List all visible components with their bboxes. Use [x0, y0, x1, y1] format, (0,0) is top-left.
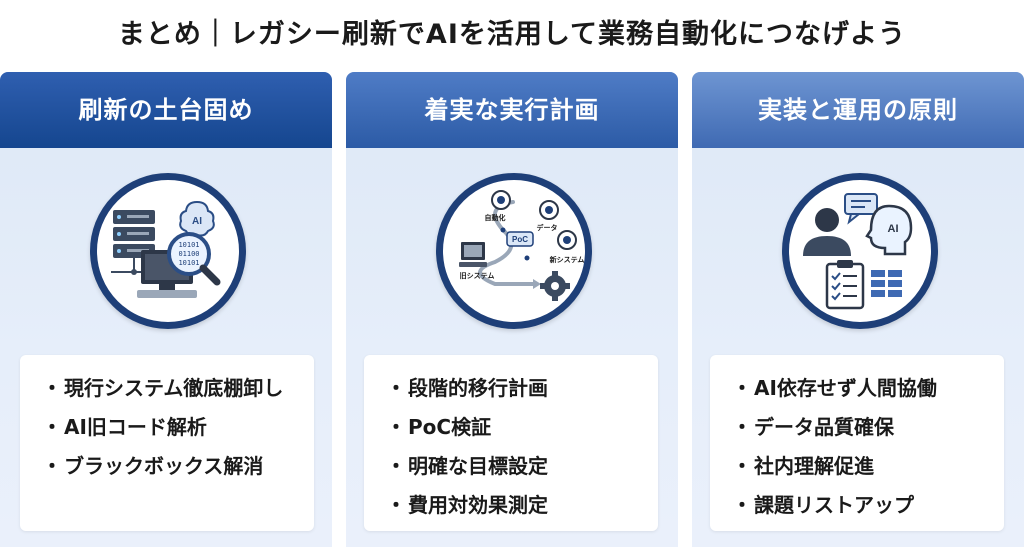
summary-card: AI依存せず人間協働 データ品質確保 社内理解促進 課題リストアップ [710, 355, 1004, 531]
list-item: 段階的移行計画 [386, 369, 658, 408]
binary-line-3: 10101 [178, 259, 199, 267]
target-icon [557, 230, 577, 250]
computer-icon [459, 242, 487, 267]
foundation-illustration: AI 10101 01100 10101 [111, 200, 221, 298]
poc-badge-bg [506, 231, 534, 247]
list-item: 明確な目標設定 [386, 447, 658, 486]
list-item: ブラックボックス解消 [42, 447, 314, 486]
principles-illustration: AI [803, 193, 913, 310]
poc-badge: PoC [512, 235, 528, 244]
list-item: 社内理解促進 [732, 447, 1004, 486]
list-item: 費用対効果測定 [386, 486, 658, 525]
list-item: PoC検証 [386, 408, 658, 447]
list-item: 現行システム徹底棚卸し [42, 369, 314, 408]
gear-icon [540, 271, 570, 301]
label-new-system: 新システム [550, 255, 585, 264]
data-blocks-icon [871, 270, 902, 297]
column-execution-plan: 着実な実行計画 自動化 データ 新システム PoC [346, 72, 678, 547]
plan-illustration: 自動化 データ 新システム PoC 旧システム [459, 190, 585, 301]
label-automation: 自動化 [485, 213, 506, 222]
illustration-circle: AI 10101 01100 10101 [90, 173, 246, 329]
column-foundation: 刷新の土台固め AI [0, 72, 332, 547]
person-icon [803, 208, 851, 256]
ai-head-icon [865, 204, 913, 256]
magnifier-binary-icon: 10101 01100 10101 [167, 232, 221, 286]
illustration-circle: 自動化 データ 新システム PoC 旧システム [436, 173, 592, 329]
illustration-circle: AI [782, 173, 938, 329]
column-principles: 実装と運用の原則 AI [692, 72, 1024, 547]
summary-card: 段階的移行計画 PoC検証 明確な目標設定 費用対効果測定 [364, 355, 658, 531]
list-item: 課題リストアップ [732, 486, 1004, 525]
label-data: データ [537, 223, 558, 232]
summary-card: 現行システム徹底棚卸し AI旧コード解析 ブラックボックス解消 [20, 355, 314, 531]
brain-badge: AI [192, 216, 202, 227]
column-header: 実装と運用の原則 [692, 72, 1024, 148]
target-icon [539, 200, 559, 220]
column-header: 着実な実行計画 [346, 72, 678, 148]
roadmap-icon [478, 200, 537, 286]
column-header: 刷新の土台固め [0, 72, 332, 148]
target-icon [491, 190, 511, 210]
list-item: AI依存せず人間協働 [732, 369, 1004, 408]
page-title: まとめ｜レガシー刷新でAIを活用して業務自動化につなげよう [117, 19, 907, 50]
label-old-system: 旧システム [460, 272, 495, 280]
binary-line-1: 10101 [178, 241, 199, 249]
list-item: AI旧コード解析 [42, 408, 314, 447]
binary-line-2: 01100 [178, 250, 199, 258]
chat-bubble-icon [844, 193, 878, 225]
ai-head-badge: AI [888, 223, 899, 235]
list-item: データ品質確保 [732, 408, 1004, 447]
checklist-icon [825, 260, 865, 310]
